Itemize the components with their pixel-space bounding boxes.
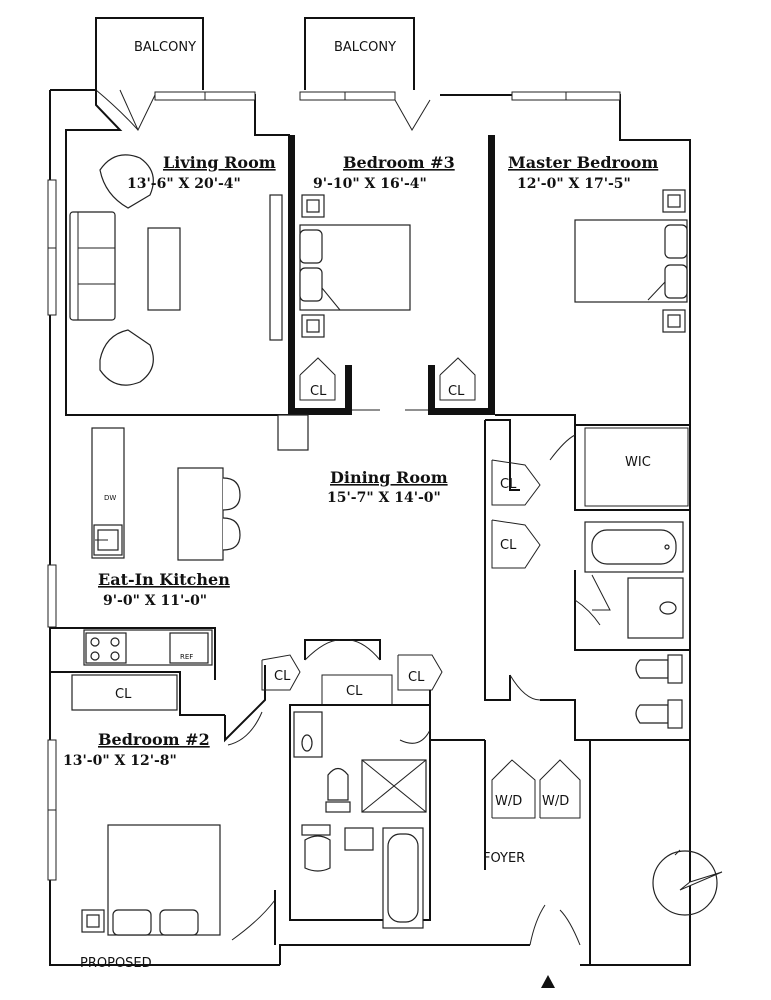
master-bedroom-wall (495, 414, 690, 426)
stool (222, 477, 241, 511)
room-label-living: Living Room 13'-6" X 20'-4" (127, 153, 276, 192)
svg-text:CL: CL (346, 684, 363, 699)
coffee-table (147, 227, 181, 311)
closet-hall-center: CL (321, 674, 393, 706)
entry-arrow (541, 975, 555, 988)
room-label-master: Master Bedroom 12'-0" X 17'-5" (508, 153, 658, 192)
windows-top (154, 91, 621, 101)
bedroom2-door (231, 899, 276, 941)
svg-text:CL: CL (500, 538, 517, 553)
balcony-label-right: BALCONY (334, 40, 396, 55)
room-label-bedroom2: Bedroom #2 13'-0" X 12'-8" (63, 730, 210, 769)
bedroom2-dims: 13'-0" X 12'-8" (63, 753, 177, 769)
master-bedroom-dims: 12'-0" X 17'-5" (517, 176, 631, 192)
svg-text:DW: DW (104, 494, 116, 502)
toilet-master-2 (635, 704, 669, 724)
entry-door (529, 904, 546, 946)
toilet-2 (304, 835, 331, 872)
washer-dryer-1: W/D (491, 759, 536, 819)
master-bedroom-furniture (574, 189, 688, 333)
armchair-top (99, 154, 154, 209)
bedroom3-dims: 9'-10" X 16'-4" (313, 176, 427, 192)
closet-hall-2: CL (491, 519, 541, 569)
svg-text:CL: CL (115, 687, 132, 702)
svg-text:CL: CL (448, 384, 465, 399)
kitchen-dims: 9'-0" X 11'-0" (103, 593, 207, 609)
armchair-bottom (99, 329, 154, 386)
windows-left (47, 179, 57, 881)
svg-text:W/D: W/D (495, 794, 522, 809)
stool (222, 517, 241, 551)
sofa (69, 211, 116, 321)
toilet-master-1 (635, 659, 669, 679)
bedroom3-furniture (299, 194, 411, 338)
washer-dryer-2: W/D (539, 759, 581, 819)
svg-text:CL: CL (310, 384, 327, 399)
closet-bedroom3-right: CL (439, 357, 476, 401)
proposed-label: PROPOSED (80, 956, 152, 971)
walk-in-closet: WIC (584, 427, 689, 507)
bedroom3-title: Bedroom #3 (343, 153, 455, 172)
kitchen: DW REF (83, 427, 241, 666)
bedroom2: CL (71, 674, 221, 936)
svg-text:CL: CL (500, 477, 517, 492)
living-room-dims: 13'-6" X 20'-4" (127, 176, 241, 192)
dining-room-dims: 15'-7" X 14'-0" (327, 490, 441, 506)
foyer-label: FOYER (483, 851, 525, 866)
dining-room-title: Dining Room (330, 468, 448, 487)
closet-hall-1: CL (491, 459, 541, 506)
living-room-title: Living Room (163, 153, 276, 172)
column (277, 414, 309, 451)
balcony-right: BALCONY (304, 17, 431, 131)
bathroom-shared (289, 704, 431, 929)
kitchen-island (177, 467, 224, 561)
svg-text:CL: CL (274, 669, 291, 684)
master-bedroom-title: Master Bedroom (508, 153, 658, 172)
closet-bath-right: CL (397, 654, 443, 691)
room-label-kitchen: Eat-In Kitchen 9'-0" X 11'-0" (98, 570, 230, 609)
bedroom2-title: Bedroom #2 (98, 730, 210, 749)
closet-bedroom3-left: CL (299, 357, 336, 401)
bedroom3-walls (288, 135, 495, 415)
living-room-furniture (69, 154, 181, 386)
svg-text:CL: CL (408, 670, 425, 685)
svg-text:REF: REF (180, 653, 193, 661)
kitchen-title: Eat-In Kitchen (98, 570, 230, 589)
room-label-bedroom3: Bedroom #3 9'-10" X 16'-4" (313, 153, 455, 192)
toilet (327, 767, 349, 801)
svg-text:WIC: WIC (625, 455, 651, 470)
closet-bath-left: CL (261, 654, 301, 691)
balcony-left: BALCONY (95, 17, 204, 132)
balcony-label-left: BALCONY (134, 40, 196, 55)
tv-console (269, 194, 283, 341)
master-bath (584, 521, 684, 729)
svg-text:W/D: W/D (542, 794, 569, 809)
compass-icon (652, 849, 723, 916)
room-label-dining: Dining Room 15'-7" X 14'-0" (327, 468, 448, 506)
